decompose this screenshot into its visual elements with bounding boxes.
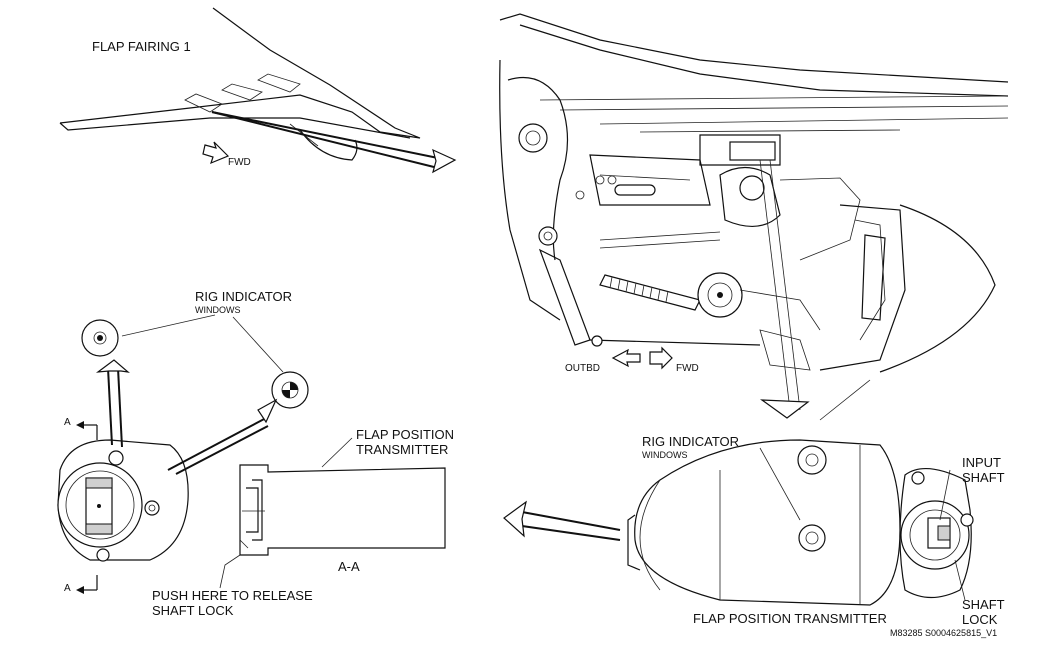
flap-position-transmitter	[627, 439, 974, 606]
section-a-label-bottom: A	[64, 583, 71, 594]
section-a-label-top: A	[64, 417, 71, 428]
input-shaft-label-line1: INPUT	[962, 455, 1001, 470]
windows-label-left: WINDOWS	[195, 305, 241, 315]
flap-position-transmitter-label-aa-line1: FLAP POSITION	[356, 427, 455, 442]
section-a-markers	[76, 421, 98, 594]
flap-position-transmitter-label-aa-line2: TRANSMITTER	[356, 442, 449, 457]
flap-fairing-label: FLAP FAIRING 1	[92, 39, 191, 54]
window-callout-arrows	[95, 359, 278, 475]
installation-view	[499, 13, 1009, 421]
fwd-arrow-top	[202, 141, 230, 165]
rig-indicator-window-lower	[271, 371, 309, 409]
transmitter-face-view	[57, 439, 189, 562]
windows-label-right: WINDOWS	[642, 450, 688, 460]
rig-indicator-label-right: RIG INDICATOR	[642, 434, 740, 449]
section-aa-label: A-A	[338, 559, 360, 574]
wing-illustration	[59, 7, 421, 161]
wing-callout-arrow	[211, 111, 457, 174]
flap-position-transmitter-label-bottom: FLAP POSITION TRANSMITTER	[693, 611, 887, 626]
shaft-lock-label-line1: SHAFT	[962, 597, 1005, 612]
rig-indicator-label-left: RIG INDICATOR	[195, 289, 293, 304]
rig-indicator-window-upper	[81, 319, 119, 357]
section-aa-view	[219, 437, 446, 589]
outbd-fwd-arrows	[611, 346, 673, 370]
fwd-label-mid: FWD	[676, 363, 699, 374]
transmitter-callout-arrow	[503, 500, 621, 541]
push-here-label-line2: SHAFT LOCK	[152, 603, 234, 618]
fwd-label-top: FWD	[228, 157, 251, 168]
input-shaft-label-line2: SHAFT	[962, 470, 1005, 485]
outbd-label: OUTBD	[565, 363, 600, 374]
figure-id-label: M83285 S0004625815_V1	[890, 628, 998, 638]
shaft-lock-label-line2: LOCK	[962, 612, 998, 627]
push-here-label-line1: PUSH HERE TO RELEASE	[152, 588, 313, 603]
